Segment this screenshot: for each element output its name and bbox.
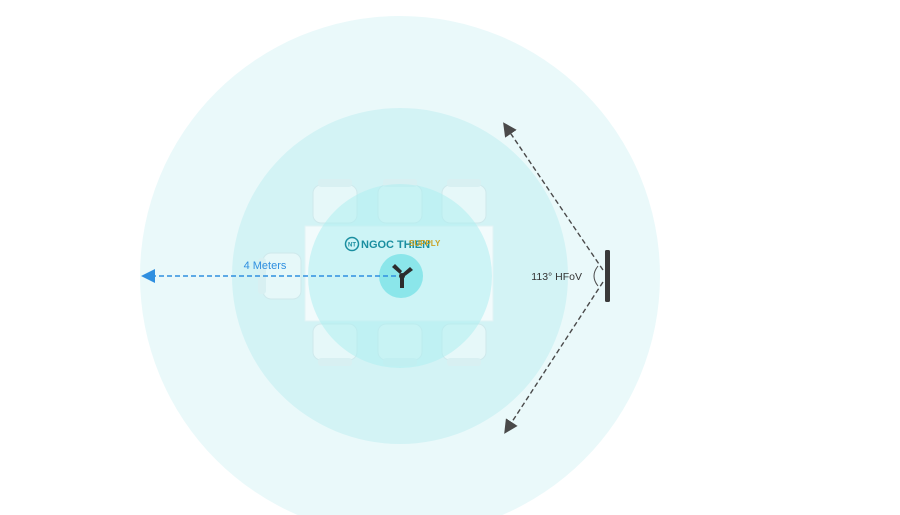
fov-angle-arc [593, 265, 599, 287]
fov-arrow-upper [503, 122, 604, 271]
tri-mic-icon [392, 264, 413, 288]
ngoc-thien-logo-icon: NT NGOC THIEN SUPPLY [344, 236, 441, 252]
logo-name: NGOC THIEN [361, 239, 430, 251]
logo-mark: NT [348, 243, 356, 249]
distance-label: 4 Meters [244, 260, 287, 272]
fov-label: 113° HFoV [531, 271, 582, 283]
logo-suffix: SUPPLY [409, 239, 441, 248]
camera-bar-icon [605, 250, 610, 302]
fov-arrow-lower [504, 281, 604, 434]
